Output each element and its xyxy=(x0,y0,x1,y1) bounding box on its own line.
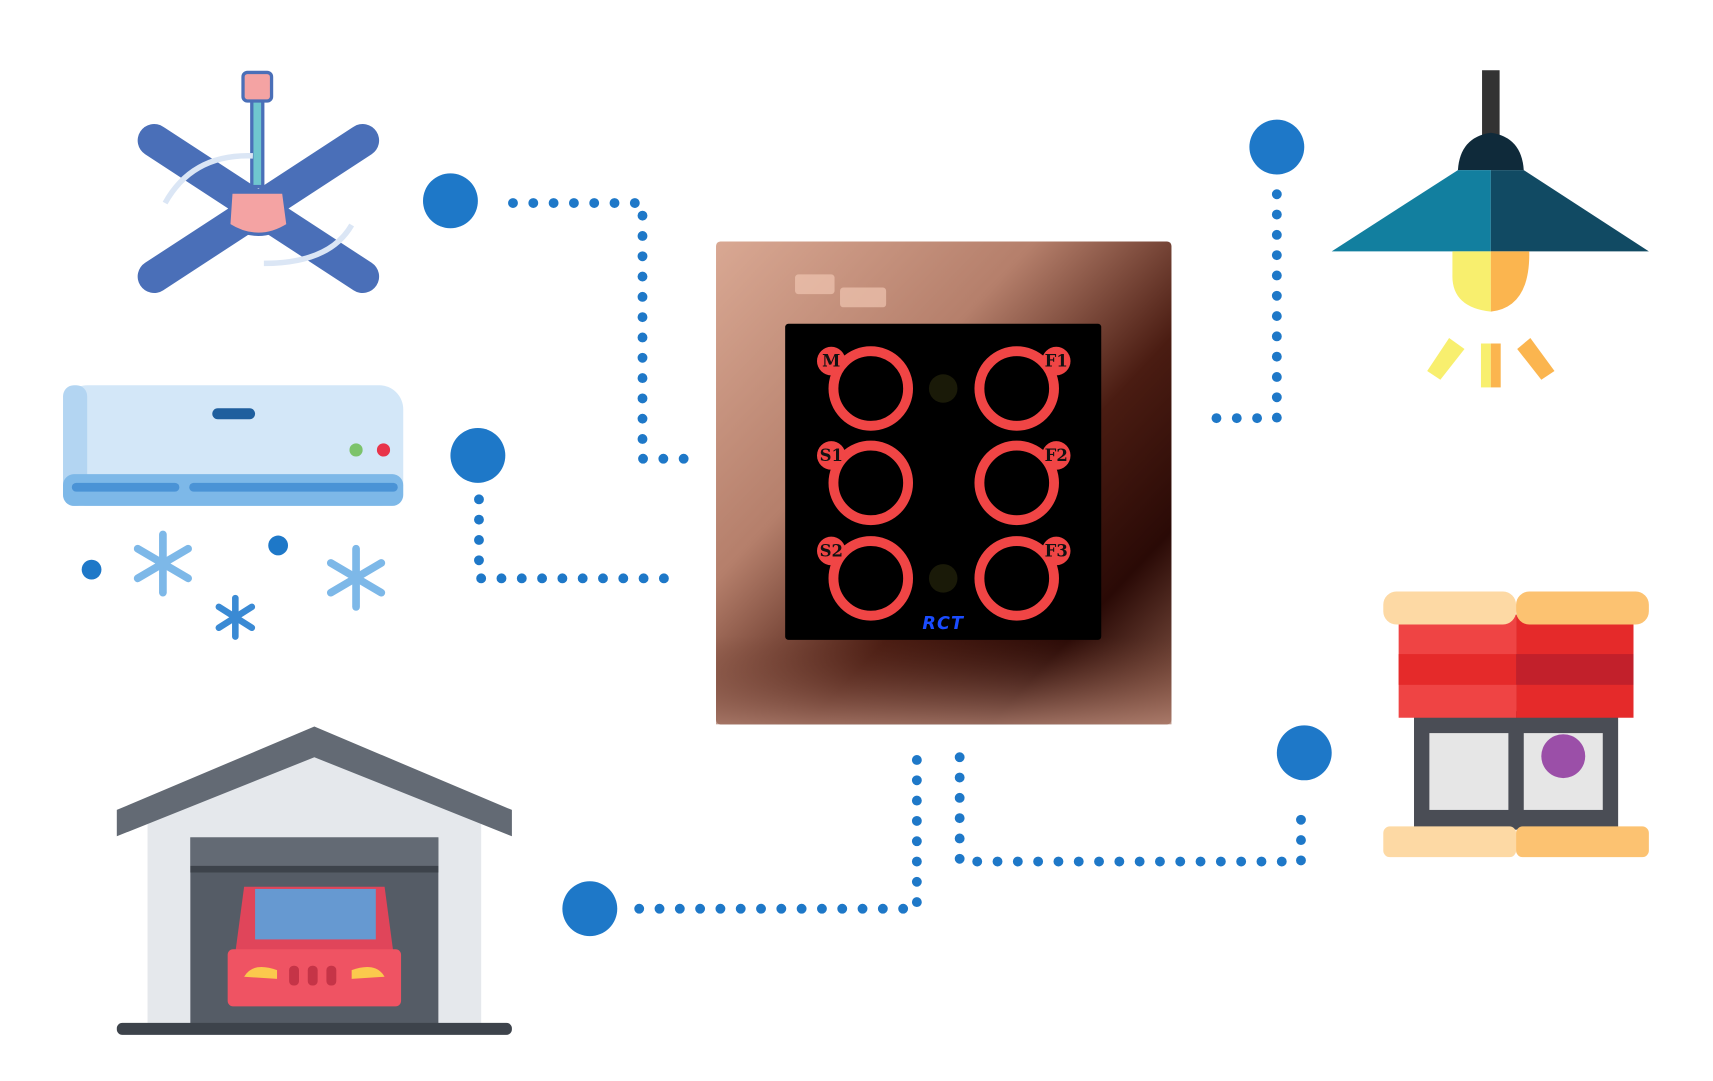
touch-button-f1[interactable]: F1 xyxy=(974,346,1071,431)
touch-button-f3[interactable]: F3 xyxy=(974,536,1071,621)
touch-button-s2[interactable]: S2 xyxy=(816,536,914,621)
garage-icon xyxy=(116,726,512,1035)
connector-node xyxy=(1249,119,1305,175)
air-conditioner-icon xyxy=(63,385,404,640)
connector-garage xyxy=(562,752,922,937)
connector-node xyxy=(1276,725,1332,781)
indicator-led xyxy=(928,374,958,403)
button-label: F3 xyxy=(1045,541,1068,560)
indicator-led xyxy=(928,564,958,593)
button-label: F2 xyxy=(1045,446,1068,465)
connector-node xyxy=(450,428,506,483)
touch-button-m[interactable]: M xyxy=(816,346,914,431)
button-label: S1 xyxy=(820,446,843,465)
connector-fan xyxy=(423,173,695,464)
connector-node xyxy=(423,173,478,229)
connector-shop xyxy=(954,725,1332,867)
connector-lamp xyxy=(1202,119,1305,424)
pendant-lamp-icon xyxy=(1331,70,1649,388)
button-label: M xyxy=(822,352,840,371)
panel-glass xyxy=(785,323,1102,640)
button-label: F1 xyxy=(1045,352,1068,371)
touch-button-s1[interactable]: S1 xyxy=(816,440,914,526)
connector-ac xyxy=(450,428,681,584)
ceiling-fan-icon xyxy=(137,70,380,294)
touch-switch-panel: M F1 S1 F2 S2 F3 RCT xyxy=(716,241,1172,725)
touch-button-f2[interactable]: F2 xyxy=(974,440,1071,526)
brand-logo: RCT xyxy=(922,614,965,634)
connector-node xyxy=(562,881,618,937)
button-label: S2 xyxy=(820,541,843,560)
shop-icon xyxy=(1383,591,1649,858)
